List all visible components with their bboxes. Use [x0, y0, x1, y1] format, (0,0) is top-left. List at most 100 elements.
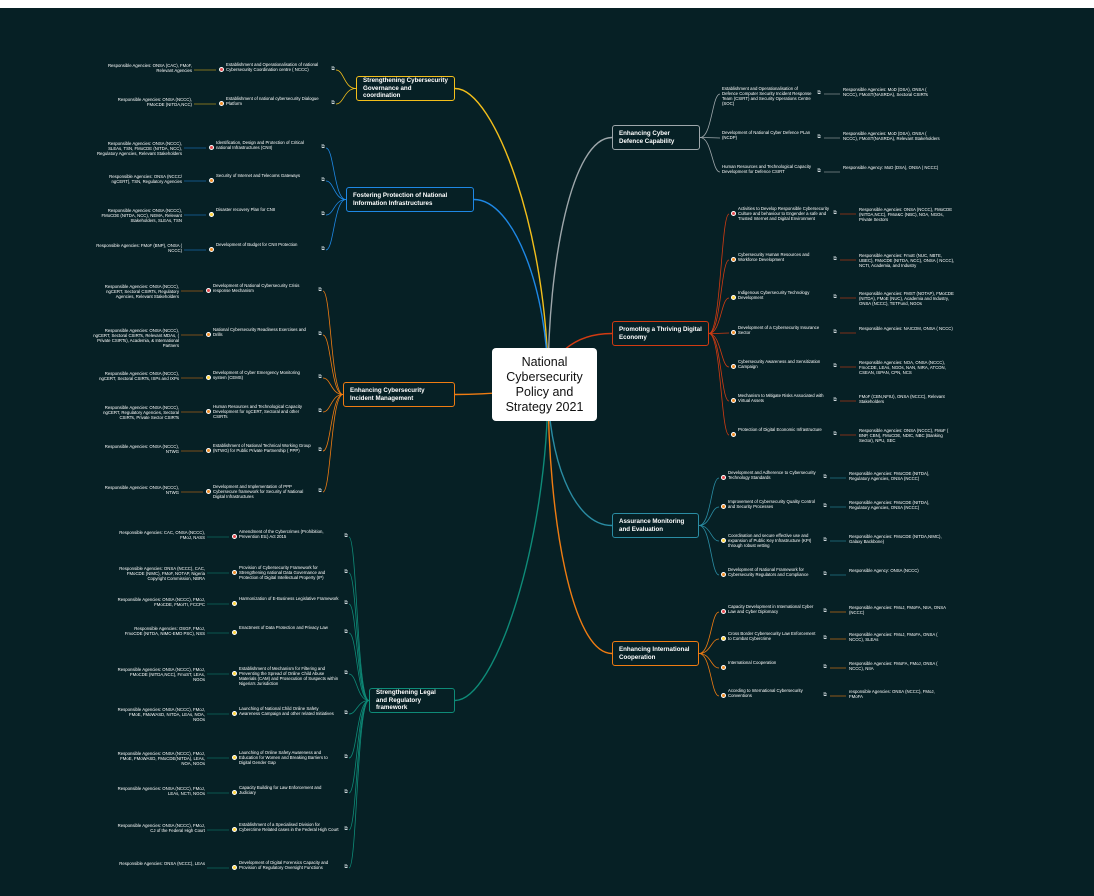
note-icon[interactable]: ⧉ [344, 629, 348, 635]
child-topic[interactable]: Launching of National Child Online Safet… [239, 706, 334, 716]
child-connector [699, 137, 721, 139]
child-topic[interactable]: Development and Implementation of PPP Cy… [213, 484, 304, 499]
note-icon[interactable]: ⧉ [318, 374, 322, 380]
child-topic[interactable]: Development of National Cybersecurity Cr… [213, 283, 300, 293]
note-icon[interactable]: ⧉ [823, 635, 827, 641]
branch-topic[interactable]: Fostering Protection of National Informa… [346, 187, 474, 212]
note-icon[interactable]: ⧉ [318, 488, 322, 494]
child-topic[interactable]: Enactment of Data Protection and Privacy… [239, 625, 328, 630]
child-topic[interactable]: Development of National Framework for Cy… [728, 567, 809, 577]
child-topic[interactable]: Capacity Development in International Cy… [728, 604, 814, 614]
child-topic[interactable]: Identification, Design and Protection of… [216, 140, 304, 150]
child-topic[interactable]: Development of a Cybersecurity Insurance… [738, 325, 820, 335]
central-topic[interactable]: National Cybersecurity Policy and Strate… [492, 348, 597, 421]
note-icon[interactable]: ⧉ [833, 329, 837, 335]
child-topic[interactable]: Establishment of national cybersecurity … [226, 96, 319, 106]
child-topic[interactable]: Amendment of the Cybercrimes (Prohibitio… [239, 529, 324, 539]
child-topic[interactable]: Provision of Cybersecurity Framework for… [239, 565, 326, 580]
child-topic[interactable]: Development of National Cyber Defence PL… [722, 130, 811, 140]
priority-marker-icon [232, 630, 237, 635]
note-icon[interactable]: ⧉ [344, 533, 348, 539]
note-icon[interactable]: ⧉ [321, 211, 325, 217]
child-topic[interactable]: Protection of Digital Economic Infrastru… [738, 427, 822, 432]
child-topic[interactable]: Mechanism to Mitigate Risks Associated w… [738, 393, 824, 403]
child-topic[interactable]: Disaster recovery Plan for CNII [216, 207, 276, 212]
child-topic[interactable]: Establishment and Operationalisation of … [722, 86, 812, 106]
child-topic[interactable]: Development of Budget for CNII Protectio… [216, 242, 298, 247]
note-icon[interactable]: ⧉ [823, 474, 827, 480]
child-connector [322, 290, 344, 395]
child-topic[interactable]: Coordination and secure effective use an… [728, 533, 812, 548]
note-icon[interactable]: ⧉ [817, 168, 821, 174]
note-icon[interactable]: ⧉ [321, 246, 325, 252]
note-icon[interactable]: ⧉ [833, 397, 837, 403]
note-icon[interactable]: ⧉ [833, 256, 837, 262]
branch-topic[interactable]: Strengthening Legal and Regulatory frame… [369, 688, 455, 713]
note-icon[interactable]: ⧉ [331, 100, 335, 106]
branch-topic[interactable]: Assurance Monitoring and Evaluation [612, 513, 699, 538]
note-icon[interactable]: ⧉ [833, 294, 837, 300]
note-icon[interactable]: ⧉ [344, 754, 348, 760]
child-topic[interactable]: Human Resources and Technological Capaci… [722, 164, 812, 174]
child-connector [348, 700, 370, 869]
child-topic[interactable]: Establishment of a Specialised Division … [239, 822, 339, 832]
note-icon[interactable]: ⧉ [344, 710, 348, 716]
priority-marker-icon [219, 67, 224, 72]
note-icon[interactable]: ⧉ [344, 670, 348, 676]
note-icon[interactable]: ⧉ [318, 287, 322, 293]
child-topic[interactable]: Development of Cyber Emergency Monitorin… [213, 370, 300, 380]
note-icon[interactable]: ⧉ [344, 826, 348, 832]
branch-topic[interactable]: Enhancing Cyber Defence Capability [612, 125, 700, 150]
note-icon[interactable]: ⧉ [823, 571, 827, 577]
child-topic[interactable]: Indigenous Cybersecurity Technology Deve… [738, 290, 810, 300]
note-icon[interactable]: ⧉ [331, 66, 335, 72]
note-icon[interactable]: ⧉ [344, 864, 348, 870]
note-icon[interactable]: ⧉ [344, 569, 348, 575]
note-icon[interactable]: ⧉ [318, 331, 322, 337]
note-icon[interactable]: ⧉ [344, 600, 348, 606]
note-icon[interactable]: ⧉ [817, 90, 821, 96]
child-topic[interactable]: Cross Border Cybersecurity Law Enforceme… [728, 631, 816, 641]
child-topic[interactable]: Harmonization of E-Business Legislative … [239, 596, 339, 601]
child-topic[interactable]: Launching of Online Safety Awareness and… [239, 750, 328, 765]
child-topic[interactable]: Establishment and Operationalisation of … [226, 62, 319, 72]
note-icon[interactable]: ⧉ [321, 144, 325, 150]
priority-marker-icon [232, 570, 237, 575]
child-connector [335, 88, 357, 105]
note-icon[interactable]: ⧉ [833, 363, 837, 369]
child-topic[interactable]: Security of Internet and Telecoms Gatewa… [216, 173, 300, 178]
child-topic[interactable]: Activities to Develop Responsible Cybers… [738, 206, 829, 221]
note-icon[interactable]: ⧉ [817, 134, 821, 140]
child-topic[interactable]: Acceding to International Cybersecurity … [728, 688, 803, 698]
child-topic[interactable]: National Cybersecurity Readiness Exercis… [213, 327, 306, 337]
note-icon[interactable]: ⧉ [823, 503, 827, 509]
note-icon[interactable]: ⧉ [344, 789, 348, 795]
note-icon[interactable]: ⧉ [823, 692, 827, 698]
child-topic[interactable]: Cybersecurity Awareness and Sensitizatio… [738, 359, 821, 369]
child-topic[interactable]: Cybersecurity Human Resources and Workfo… [738, 252, 810, 262]
note-icon[interactable]: ⧉ [833, 431, 837, 437]
child-connector [698, 506, 720, 526]
note-icon[interactable]: ⧉ [823, 537, 827, 543]
note-icon[interactable]: ⧉ [833, 210, 837, 216]
child-topic[interactable]: Establishment of Mechanism for Filtering… [239, 666, 339, 686]
child-topic[interactable]: Establishment of National Technical Work… [213, 443, 311, 453]
note-icon[interactable]: ⧉ [823, 608, 827, 614]
branch-topic[interactable]: Strengthening Cybersecurity Governance a… [356, 76, 455, 101]
branch-topic[interactable]: Enhancing Cybersecurity Incident Managem… [343, 382, 455, 407]
child-topic[interactable]: Human Resources and Technological Capaci… [213, 404, 303, 419]
note-icon[interactable]: ⧉ [823, 664, 827, 670]
child-topic[interactable]: Improvement of Cybersecurity Quality Con… [728, 499, 815, 509]
child-connector [322, 334, 344, 395]
child-connector [698, 477, 720, 526]
child-topic[interactable]: Capacity Building for Law Enforcement an… [239, 785, 322, 795]
child-topic[interactable]: Development and Adherence to Cybersecuri… [728, 470, 816, 480]
agency-label: Responsible Agencies: ONSA (NCCC), ngCER… [103, 405, 179, 420]
child-topic[interactable]: International Cooperation [728, 660, 777, 665]
child-topic[interactable]: Development of Digital Forensics Capacit… [239, 860, 329, 870]
branch-topic[interactable]: Enhancing International Cooperation [612, 641, 699, 666]
note-icon[interactable]: ⧉ [321, 177, 325, 183]
note-icon[interactable]: ⧉ [318, 408, 322, 414]
branch-topic[interactable]: Promoting a Thriving Digital Economy [612, 321, 709, 346]
note-icon[interactable]: ⧉ [318, 447, 322, 453]
